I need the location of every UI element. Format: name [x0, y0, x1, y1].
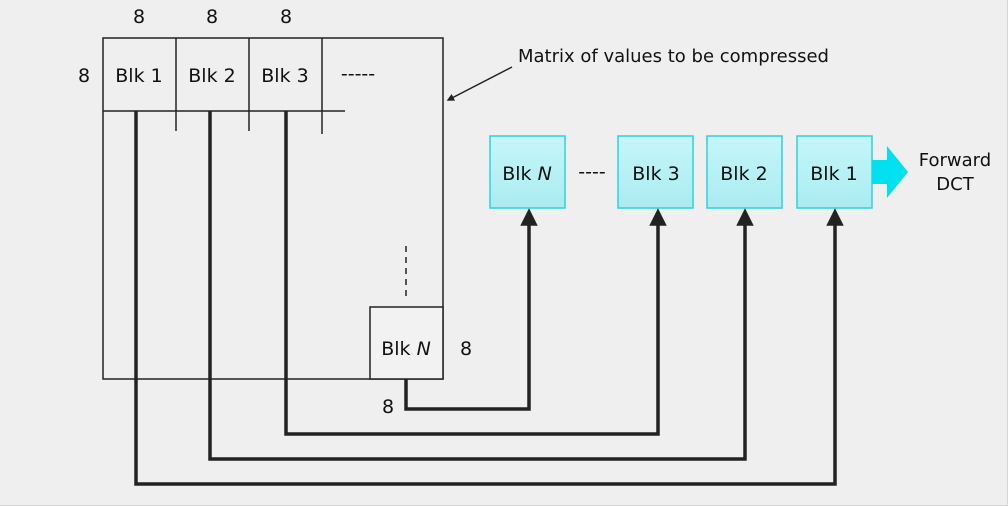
sequence-ellipsis: ----: [578, 161, 605, 183]
sequence-block-3: Blk 3: [617, 135, 694, 209]
route-block-n: [404, 208, 538, 411]
matrix-block-2-label: Blk 2: [188, 65, 235, 87]
route-block-2: [208, 111, 754, 461]
dim-label-col-2: 8: [206, 6, 218, 28]
svg-text:Blk N: Blk N: [502, 163, 552, 185]
dim-label-row: 8: [78, 65, 90, 87]
matrix-last-block-label: Blk N: [381, 338, 431, 360]
matrix-block-3-label: Blk 3: [261, 65, 308, 87]
dim-label-col-1: 8: [133, 6, 145, 28]
sequence-block-2: Blk 2: [706, 135, 783, 209]
sequence-block-1: Blk 1: [796, 135, 873, 209]
dim-label-last-right: 8: [460, 338, 472, 360]
sequence-block-n: Blk N: [489, 135, 566, 209]
dim-label-last-bottom: 8: [382, 396, 394, 418]
matrix-outline: [102, 37, 444, 380]
output-label-line-2: DCT: [936, 174, 974, 195]
svg-text:Blk 2: Blk 2: [720, 163, 767, 185]
matrix-block-1-label: Blk 1: [115, 65, 162, 87]
output-label-line-1: Forward: [919, 150, 991, 171]
route-block-1: [134, 111, 844, 486]
route-block-3: [284, 111, 667, 436]
output-arrow: [872, 146, 908, 198]
caption-pointer-arrow: [446, 66, 513, 101]
svg-text:Blk 3: Blk 3: [632, 163, 679, 185]
dim-label-col-3: 8: [280, 6, 292, 28]
matrix-caption: Matrix of values to be compressed: [518, 46, 829, 67]
svg-text:Blk 1: Blk 1: [810, 163, 857, 185]
matrix-row-ellipsis: -----: [341, 63, 375, 85]
